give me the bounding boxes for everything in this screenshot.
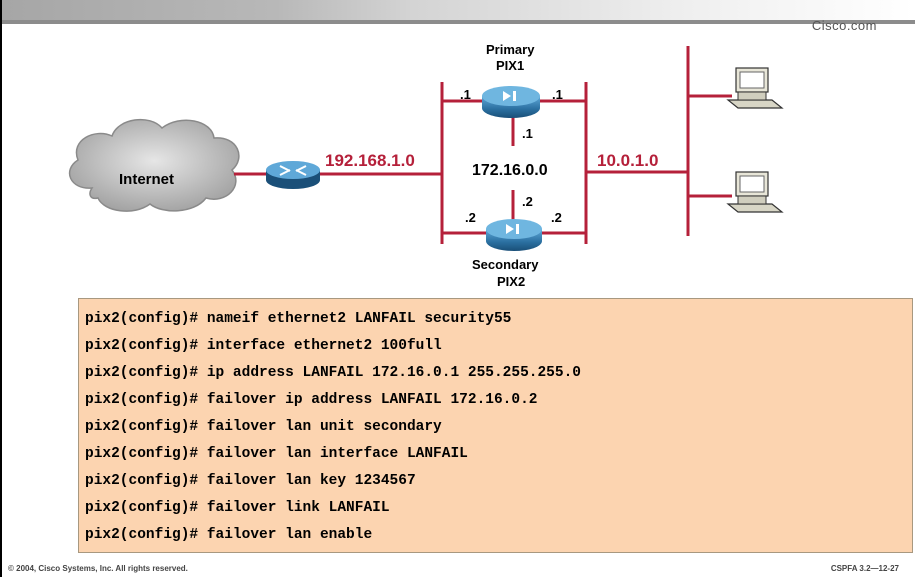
course-code: CSPFA 3.2—12-27 — [830, 564, 899, 573]
workstation-icon — [726, 67, 784, 109]
inside-network-label: 10.0.1.0 — [597, 151, 659, 170]
config-line: pix2(config)# failover link LANFAIL — [85, 500, 390, 516]
config-line: pix2(config)# nameif ethernet2 LANFAIL s… — [85, 311, 512, 327]
secondary-role-label: Secondary — [472, 257, 539, 272]
config-line: pix2(config)# failover lan interface LAN… — [85, 446, 468, 462]
workstation-icon — [726, 171, 784, 213]
failover-network-label: 172.16.0.0 — [472, 162, 548, 179]
router-icon — [266, 161, 320, 189]
secondary-inside-ip: .2 — [551, 210, 562, 225]
config-line: pix2(config)# failover lan enable — [85, 527, 373, 543]
config-line: pix2(config)# interface ethernet2 100ful… — [85, 338, 442, 354]
primary-outside-ip: .1 — [460, 87, 471, 102]
internet-label: Internet — [119, 171, 175, 188]
primary-failover-ip: .1 — [522, 126, 533, 141]
internet-cloud-icon — [68, 118, 240, 212]
config-line: pix2(config)# ip address LANFAIL 172.16.… — [85, 365, 581, 381]
secondary-outside-ip: .2 — [465, 210, 476, 225]
pix-firewall-icon — [482, 86, 540, 118]
config-line: pix2(config)# failover lan unit secondar… — [85, 419, 442, 435]
cisco-brand: Cisco.com — [811, 18, 877, 33]
config-line: pix2(config)# failover ip address LANFAI… — [85, 392, 538, 408]
pix-firewall-icon — [486, 219, 542, 251]
primary-name-label: PIX1 — [496, 58, 525, 73]
secondary-failover-ip: .2 — [522, 194, 533, 209]
primary-role-label: Primary — [486, 42, 535, 57]
config-box: pix2(config)# nameif ethernet2 LANFAIL s… — [78, 298, 913, 553]
outside-network-label: 192.168.1.0 — [325, 151, 415, 170]
header-stripe — [2, 20, 915, 24]
network-diagram — [68, 46, 784, 251]
config-line: pix2(config)# failover lan key 1234567 — [85, 473, 416, 489]
secondary-name-label: PIX2 — [497, 274, 526, 289]
copyright-text: © 2004, Cisco Systems, Inc. All rights r… — [8, 564, 188, 573]
header-bar — [2, 0, 915, 20]
primary-inside-ip: .1 — [552, 87, 563, 102]
